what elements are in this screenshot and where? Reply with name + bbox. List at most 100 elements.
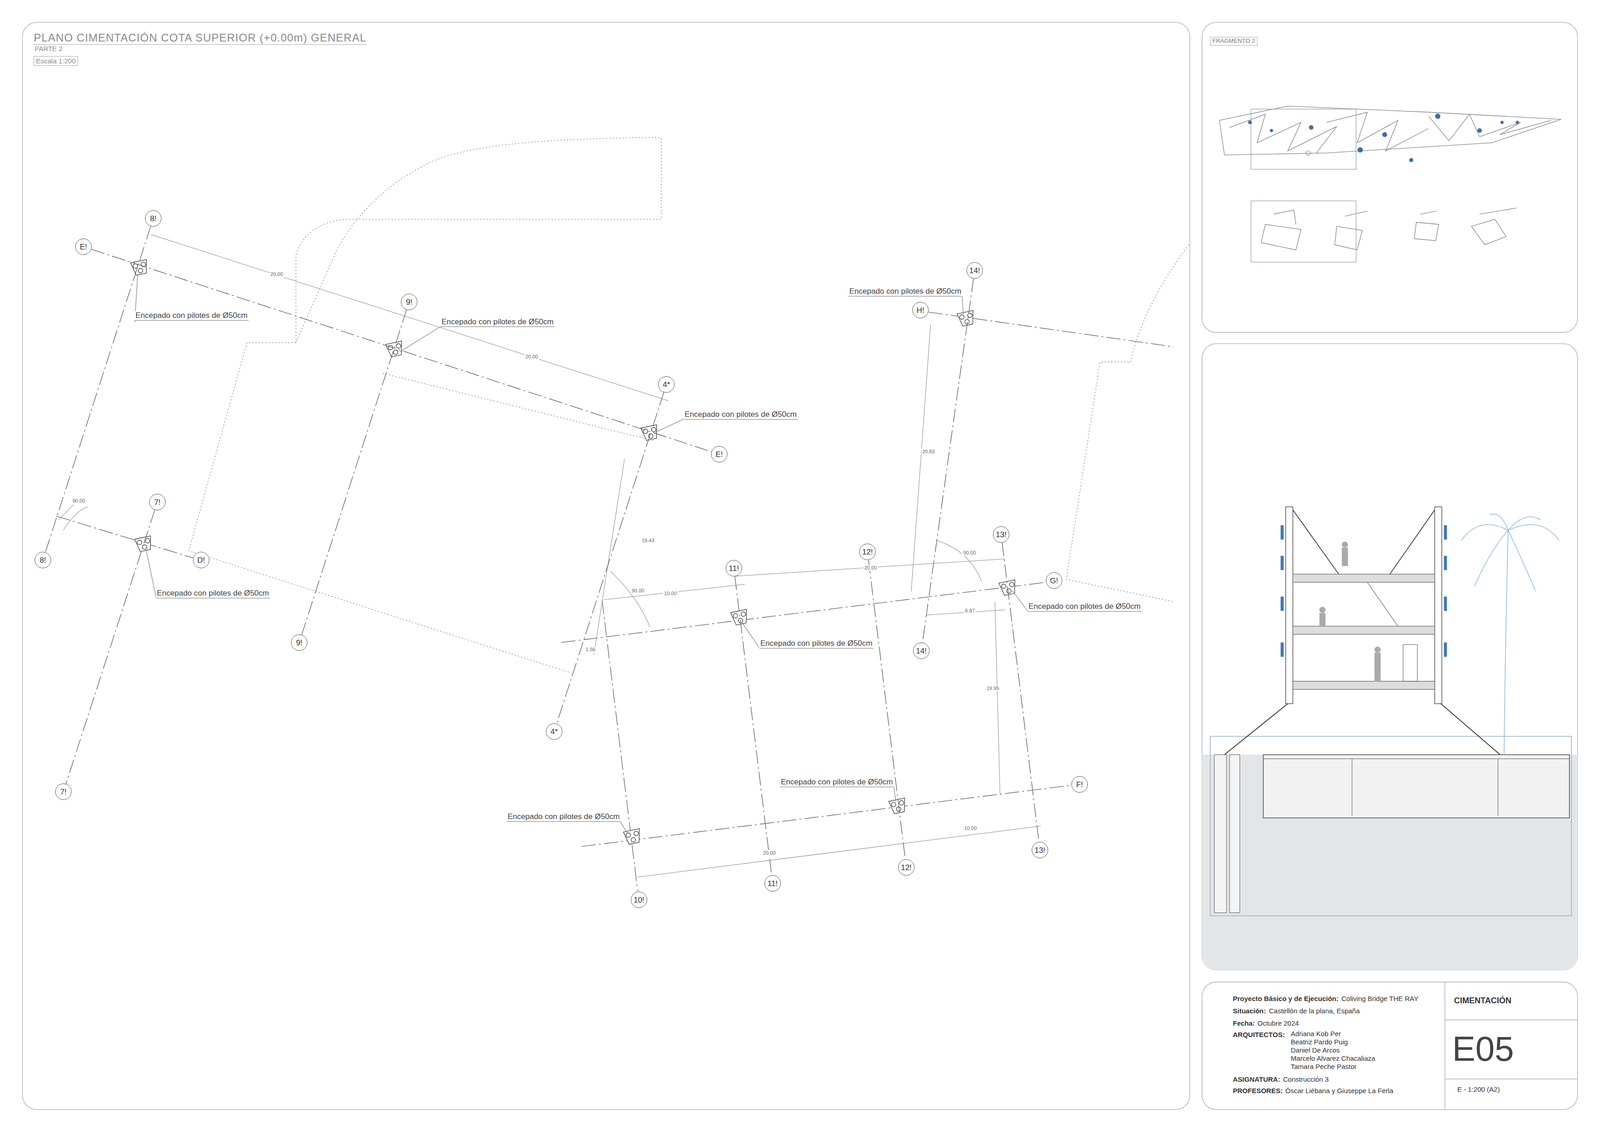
fragment-tag: FRAGMENTO 2 — [1210, 36, 1258, 46]
pile-cap — [956, 310, 976, 328]
grid-axis-line — [45, 226, 151, 553]
section-drawing — [1319, 607, 1326, 613]
section-drawing — [1434, 506, 1443, 704]
fragment-key-plan — [1251, 201, 1356, 263]
grid-axis-bubble: 7! — [149, 493, 166, 511]
grid-axis-bubble: G! — [1045, 572, 1063, 589]
grid-axis-line — [556, 392, 665, 724]
pile-cap — [640, 424, 660, 442]
dimension-value: 6.87 — [964, 607, 976, 614]
axis-name: 7! — [60, 788, 67, 796]
grid-axis-bubble: 7! — [55, 783, 72, 800]
grid-axis-bubble: 8! — [34, 551, 52, 569]
leader-line — [654, 419, 684, 433]
pile — [732, 613, 738, 619]
fragment-marker — [1515, 120, 1519, 125]
grid-axis-line — [868, 560, 906, 860]
dimension-line — [63, 506, 89, 530]
grid-axis-bubble: 9! — [400, 293, 418, 311]
sheet-frame — [22, 22, 1190, 1110]
dimension-line — [610, 571, 650, 628]
pile — [1006, 588, 1012, 594]
fragment-key-plan — [1326, 112, 1429, 151]
fragment-marker — [1382, 132, 1388, 138]
section-drawing — [1367, 582, 1398, 627]
grid-axis-line — [56, 311, 1174, 892]
section-drawing — [1280, 642, 1284, 657]
sheet-info-key: ARQUITECTOS: — [1232, 1030, 1285, 1039]
grid-axis-line — [734, 576, 772, 876]
pile-cap-callout: Encepado con pilotes de Ø50cm — [848, 286, 963, 297]
section-drawing — [1263, 754, 1570, 819]
pile — [393, 349, 399, 356]
section-drawing — [1214, 754, 1227, 914]
pile — [395, 343, 402, 349]
building-outline — [296, 137, 662, 343]
dimension-value: 10.00 — [663, 590, 678, 597]
dimension-value: 20.00 — [863, 565, 878, 572]
pile-cap-callout: Encepado con pilotes de Ø50cm — [134, 311, 249, 321]
pile-cap — [956, 310, 976, 328]
fragment-key-plan — [1414, 211, 1439, 241]
axis-name: 4* — [662, 380, 671, 389]
fragment-marker — [1500, 120, 1504, 125]
axis-name: 14! — [915, 647, 927, 655]
grid-axis-bubble: 14! — [913, 642, 930, 660]
axis-name: 9! — [405, 298, 413, 307]
axis-name: 4* — [550, 727, 558, 736]
dimension-line — [58, 504, 74, 521]
pile-cap — [130, 259, 1018, 846]
sheet-number: E05 — [1452, 1031, 1514, 1067]
section-drawing — [1389, 509, 1435, 575]
fragment-marker — [1357, 147, 1363, 153]
dimension-line — [637, 825, 1041, 878]
architect-name: Beatriz Pardo Puig — [1290, 1038, 1348, 1046]
dimension-value: 20.00 — [524, 353, 540, 360]
leader-line — [145, 548, 156, 598]
fragment-marker — [1248, 120, 1252, 125]
architect-name: Marcelo Alvarez Chacaliaza — [1290, 1054, 1376, 1063]
fragment-marker — [1434, 113, 1441, 120]
building-outline — [188, 137, 1190, 674]
building-outline — [188, 342, 572, 674]
grid-axis-line — [581, 785, 1072, 847]
sheet-info-key: PROFESORES: — [1232, 1086, 1283, 1095]
fragment-marker — [1248, 113, 1520, 162]
fragment-key-plan — [1251, 109, 1356, 170]
fragment-marker — [1305, 150, 1311, 156]
pile-cap-callout: Encepado con pilotes de Ø50cm — [1027, 602, 1142, 612]
pile — [633, 831, 639, 837]
section-drawing — [1444, 555, 1448, 571]
section-drawing — [1504, 530, 1509, 755]
grid-axis-bubble: 13! — [992, 526, 1010, 543]
building-outline — [1066, 244, 1189, 603]
section-drawing — [1210, 736, 1572, 917]
grid-axis-bubble: E! — [711, 446, 728, 463]
dimension-line — [58, 234, 1041, 878]
axis-name: 12! — [862, 548, 873, 556]
dimension-value: 19.95 — [985, 685, 1001, 692]
pile — [1001, 583, 1007, 590]
sheet-info-key: ASIGNATURA: — [1232, 1075, 1281, 1084]
building-outline — [382, 373, 654, 441]
pile-cap — [130, 259, 150, 276]
scale-note: Escala 1:200 — [33, 56, 78, 66]
fragment-key-plan — [1261, 210, 1301, 250]
leader-line — [1012, 590, 1028, 612]
section-drawing — [1224, 703, 1289, 755]
dimension-value: 10.00 — [963, 825, 978, 832]
sheet-frame — [1444, 1019, 1578, 1021]
pile-cap — [640, 424, 660, 442]
grid-axis-bubble: E! — [75, 238, 92, 255]
axis-name: H! — [916, 306, 925, 315]
section-drawing — [1280, 596, 1284, 611]
grid-axis-bubble: 12! — [898, 859, 915, 876]
pile — [898, 800, 905, 806]
pile-cap-callout: Encepado con pilotes de Ø50cm — [440, 317, 555, 328]
sheet-scale: E - 1:200 (A2) — [1457, 1085, 1500, 1094]
section-drawing — [1374, 646, 1381, 653]
axis-name: 9! — [296, 638, 303, 647]
section-drawing — [1280, 525, 1448, 657]
